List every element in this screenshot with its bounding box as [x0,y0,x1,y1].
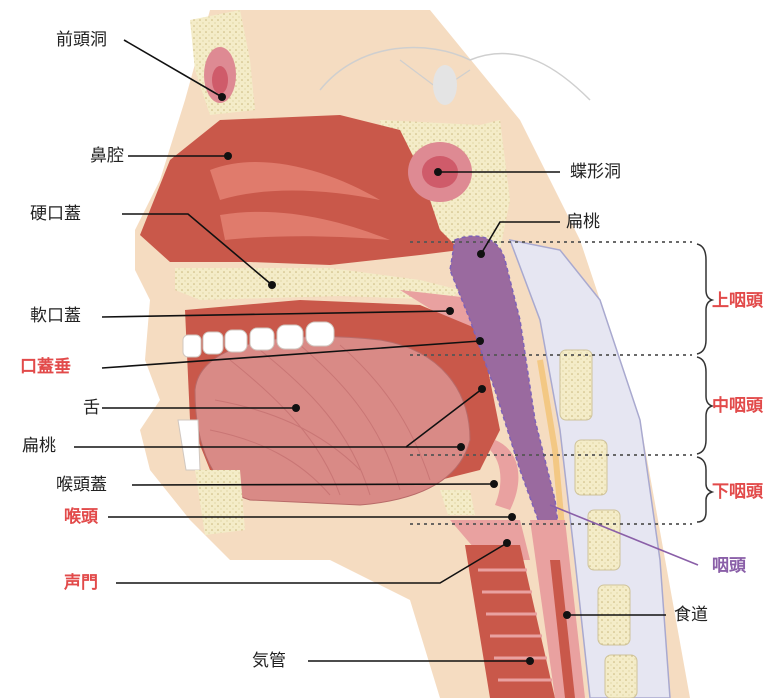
label-sphenoid-sinus: 蝶形洞 [570,162,621,182]
label-nasopharynx: 上咽頭 [712,291,763,311]
label-trachea: 気管 [252,651,286,671]
label-esophagus: 食道 [674,605,708,625]
label-hypopharynx: 下咽頭 [712,482,763,502]
label-pharynx: 咽頭 [712,556,746,576]
label-frontal-sinus: 前頭洞 [56,30,107,50]
label-tonsil-right: 扁桃 [566,212,600,232]
region-brackets [697,244,712,522]
label-tonsil-left: 扁桃 [22,436,56,456]
frontal-sinus-core [212,66,228,94]
label-soft-palate: 軟口蓋 [30,306,81,326]
skull-shadow [433,65,457,105]
label-oropharynx: 中咽頭 [712,396,763,416]
label-nasal-cavity: 鼻腔 [90,146,124,166]
label-vocal-cords: 声門 [64,573,98,593]
label-larynx: 喉頭 [64,507,98,527]
label-epiglottis: 喉頭蓋 [56,475,107,495]
label-uvula: 口蓋垂 [20,357,71,377]
label-tongue: 舌 [83,398,100,418]
label-hard-palate: 硬口蓋 [30,204,81,224]
